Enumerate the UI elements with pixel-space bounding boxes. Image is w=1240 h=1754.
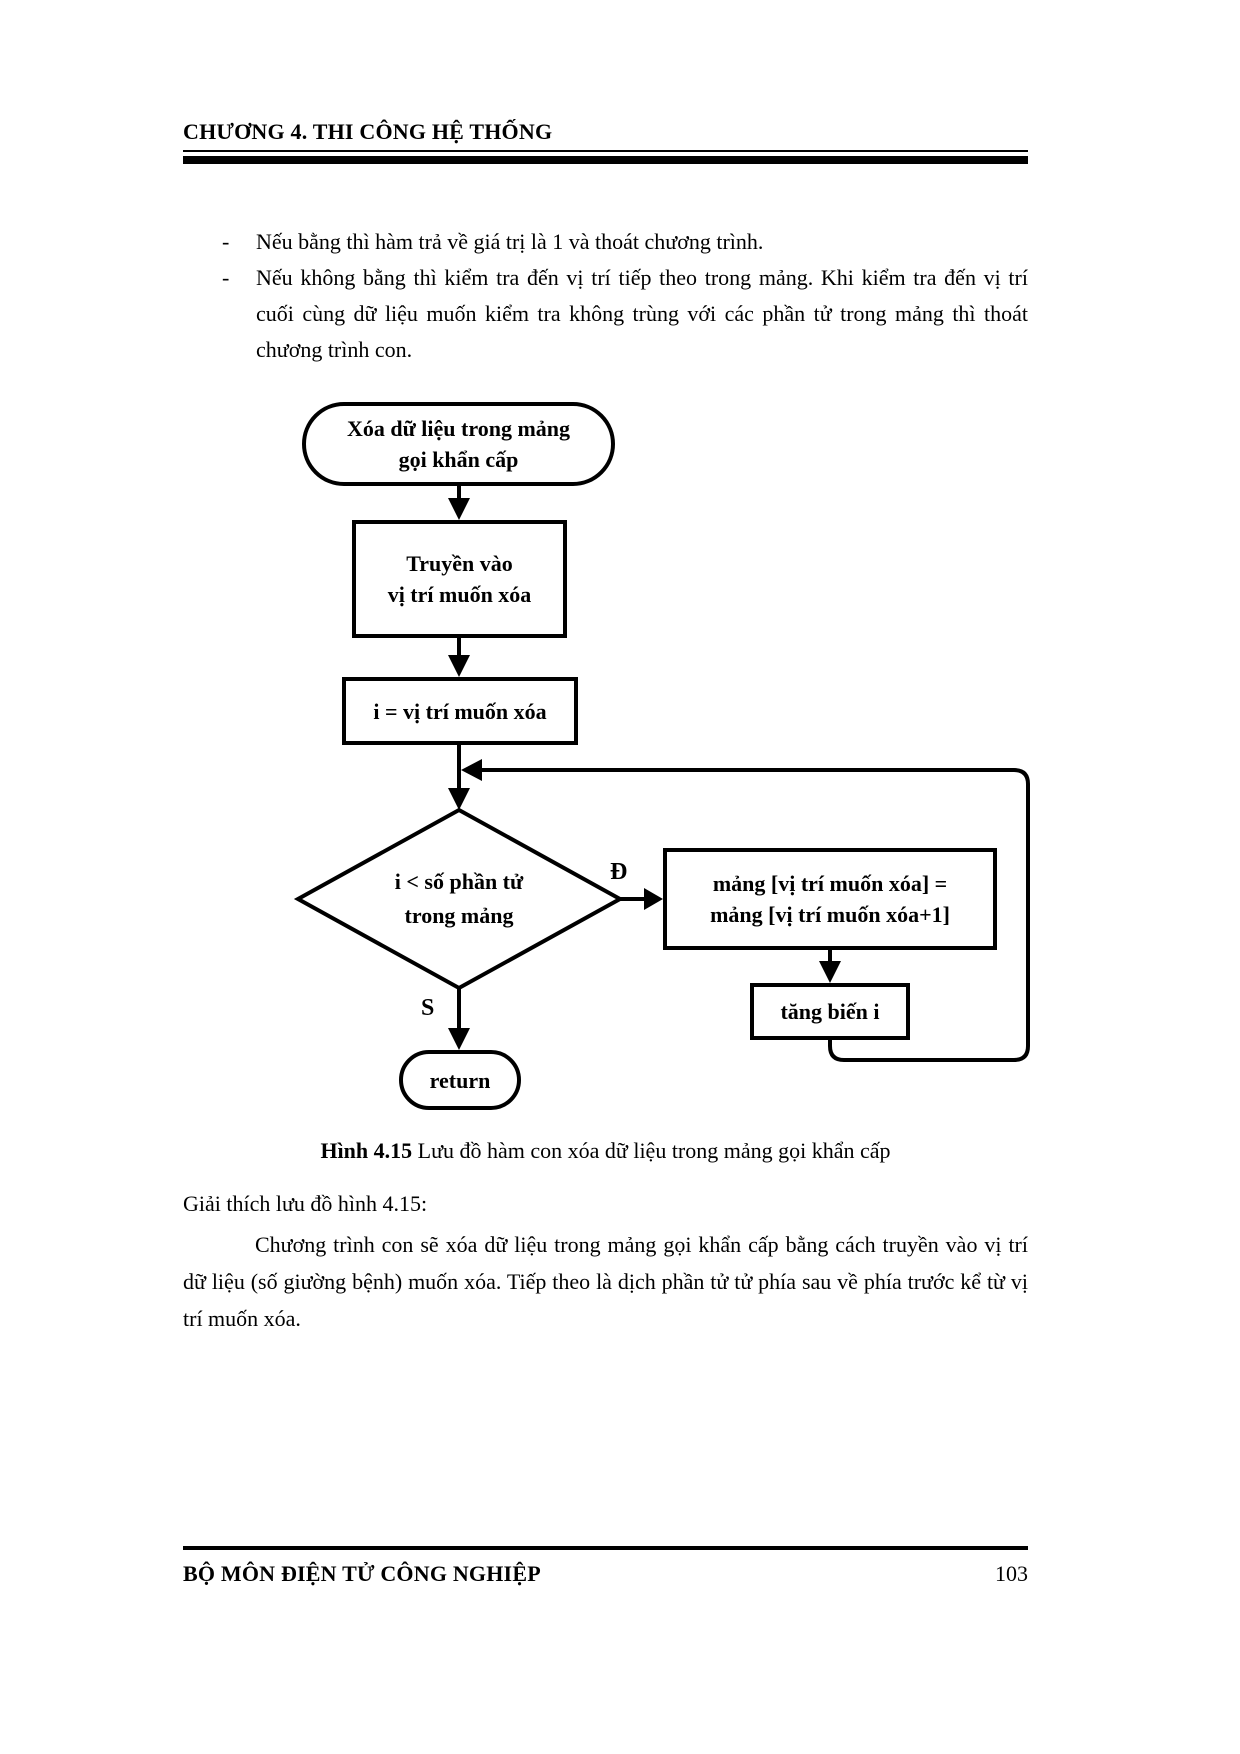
figure-caption: Hình 4.15 Lưu đồ hàm con xóa dữ liệu tro…	[183, 1135, 1028, 1167]
start-line2: gọi khẩn cấp	[398, 447, 519, 472]
bullet-item: - Nếu bằng thì hàm trả về giá trị là 1 v…	[222, 224, 1028, 260]
chapter-title: CHƯƠNG 4. THI CÔNG HỆ THỐNG	[183, 119, 553, 144]
bullet-marker: -	[222, 229, 230, 254]
footer: BỘ MÔN ĐIỆN TỬ CÔNG NGHIỆP 103	[183, 1556, 1028, 1592]
increment-text: tăng biến i	[780, 999, 880, 1024]
flowchart-process-increment: tăng biến i	[750, 983, 910, 1040]
shift-line2: mảng [vị trí muốn xóa+1]	[710, 902, 950, 927]
bullet-text: Nếu bằng thì hàm trả về giá trị là 1 và …	[256, 229, 764, 254]
flowchart-process-input: Truyền vào vị trí muốn xóa	[352, 520, 567, 638]
input-line2: vị trí muốn xóa	[387, 582, 532, 607]
start-line1: Xóa dữ liệu trong mảng	[346, 416, 571, 441]
branch-label-yes: Đ	[610, 859, 628, 885]
footer-rule	[183, 1546, 1028, 1550]
shift-line1: mảng [vị trí muốn xóa] =	[712, 871, 948, 896]
footer-page-number: 103	[995, 1561, 1028, 1586]
explanation-paragraph: Chương trình con sẽ xóa dữ liệu trong mả…	[183, 1232, 1028, 1331]
figure-caption-text: Lưu đồ hàm con xóa dữ liệu trong mảng gọ…	[412, 1138, 891, 1163]
flowchart-process-shift: mảng [vị trí muốn xóa] = mảng [vị trí mu…	[663, 848, 997, 950]
flowchart-end-terminator: return	[399, 1050, 521, 1110]
bullet-item: - Nếu không bằng thì kiểm tra đến vị trí…	[222, 260, 1028, 368]
bullet-text: Nếu không bằng thì kiểm tra đến vị trí t…	[256, 265, 1028, 362]
figure-caption-label: Hình 4.15	[320, 1138, 413, 1163]
footer-department: BỘ MÔN ĐIỆN TỬ CÔNG NGHIỆP	[183, 1561, 541, 1586]
return-text: return	[429, 1067, 491, 1093]
flowchart-start-terminator: Xóa dữ liệu trong mảng gọi khẩn cấp	[302, 402, 615, 486]
header-rule-thin	[183, 150, 1028, 152]
bullet-marker: -	[222, 265, 230, 290]
decision-line2: trong mảng	[404, 903, 514, 928]
assign-text: i = vị trí muốn xóa	[373, 698, 547, 724]
flowchart-decision: i < số phần tử trong mảng	[339, 862, 579, 936]
flowchart-process-assign: i = vị trí muốn xóa	[342, 677, 578, 745]
branch-label-no: S	[421, 995, 435, 1021]
explanation-intro: Giải thích lưu đồ hình 4.15:	[183, 1191, 428, 1216]
decision-line1: i < số phần tử	[394, 869, 524, 894]
input-line1: Truyền vào	[406, 551, 513, 576]
header-rule-thick	[183, 156, 1028, 164]
